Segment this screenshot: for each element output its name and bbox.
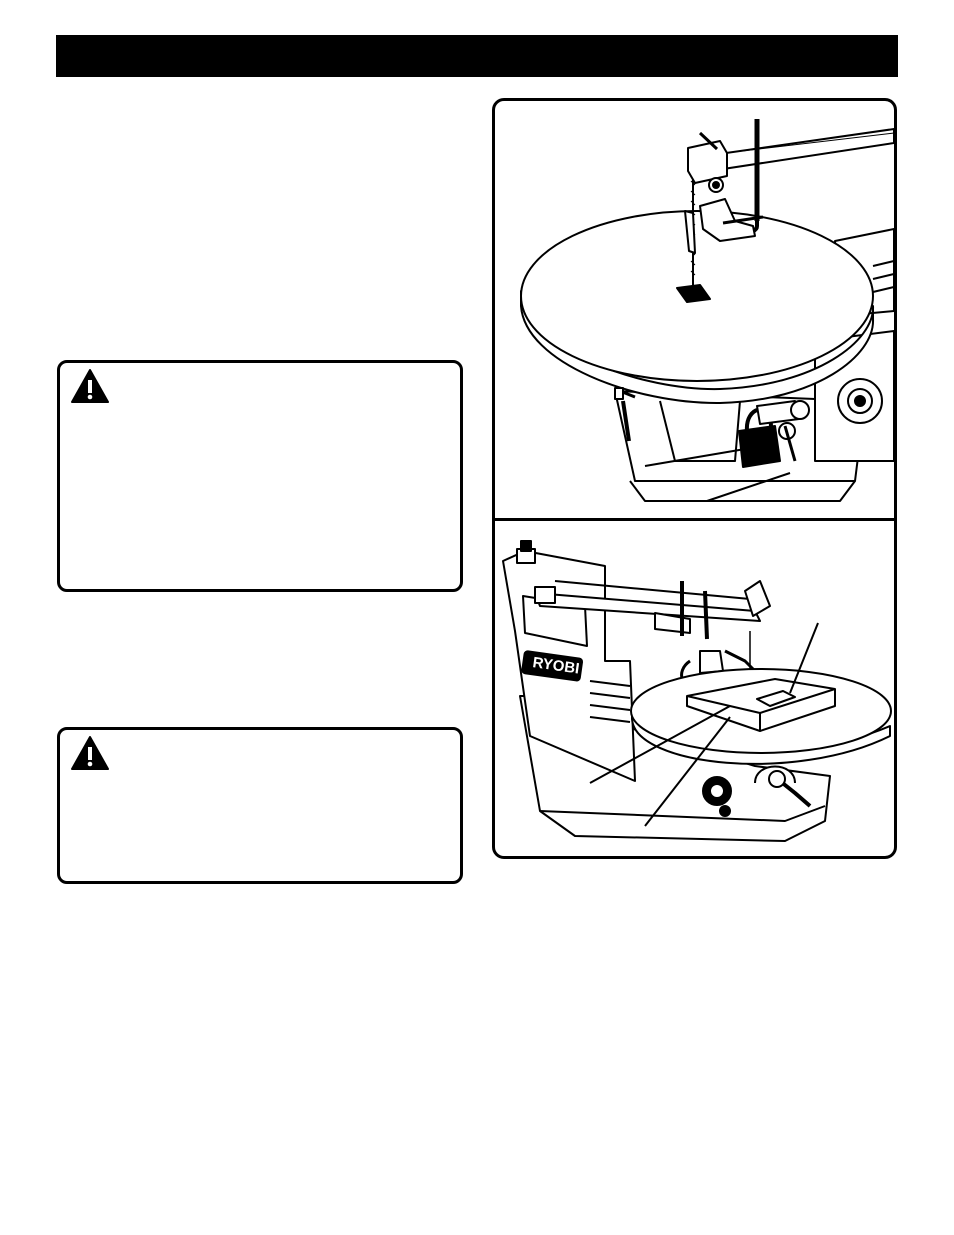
page-header-bar xyxy=(56,35,898,77)
figure-divider xyxy=(495,518,894,521)
brand-logo-text: RYOBI xyxy=(532,654,581,677)
warning-box-2 xyxy=(57,727,463,884)
warning-triangle-icon xyxy=(71,736,109,770)
figure-bottom-illustration: RYOBI xyxy=(502,540,892,842)
figure-top-illustration xyxy=(520,119,894,502)
warning-box-1 xyxy=(57,360,463,592)
figure-panel: RYOBI xyxy=(492,98,897,859)
warning-triangle-icon xyxy=(71,369,109,403)
